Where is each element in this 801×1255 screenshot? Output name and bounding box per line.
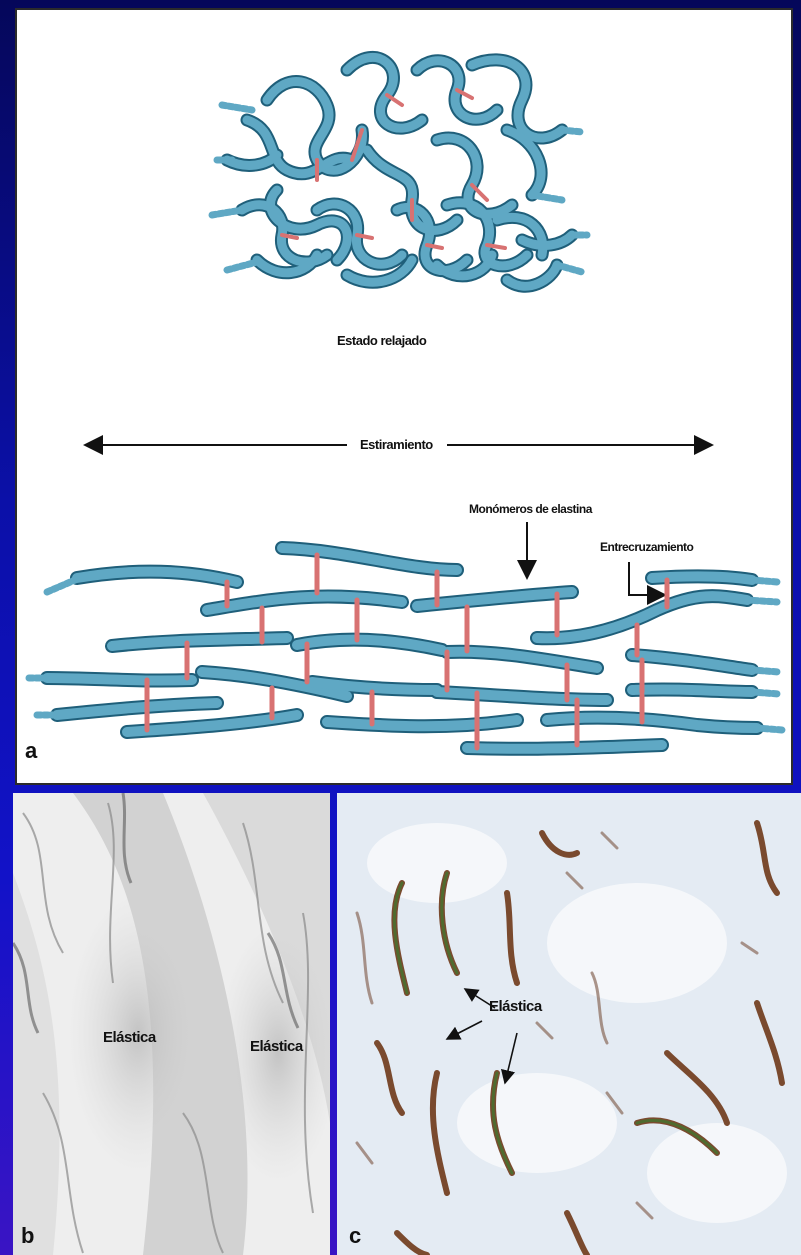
panel-a-letter: a — [25, 738, 37, 764]
elastin-monomers-label: Monómeros de elastina — [469, 502, 592, 516]
stretched-fiber-network — [29, 548, 782, 749]
elastic-label-left: Elástica — [103, 1029, 156, 1046]
panel-b-texture — [13, 793, 330, 1255]
stretch-label: Estiramiento — [360, 437, 433, 452]
relaxed-fiber-network — [212, 57, 587, 286]
crosslink-label: Entrecruzamiento — [600, 540, 693, 554]
panel-b-micrograph: Elástica Elástica b — [13, 793, 330, 1255]
panel-b-letter: b — [21, 1223, 34, 1249]
panel-c-texture — [337, 793, 801, 1255]
panel-c-letter: c — [349, 1223, 361, 1249]
elastin-diagram-svg — [17, 10, 791, 783]
elastic-label-c: Elástica — [489, 998, 542, 1015]
elastic-label-right: Elástica — [250, 1038, 303, 1055]
relaxed-state-label: Estado relajado — [337, 333, 426, 348]
panel-a-diagram: Estado relajado Estiramiento Monómeros d… — [15, 8, 793, 785]
panel-c-micrograph: Elástica c — [337, 793, 801, 1255]
